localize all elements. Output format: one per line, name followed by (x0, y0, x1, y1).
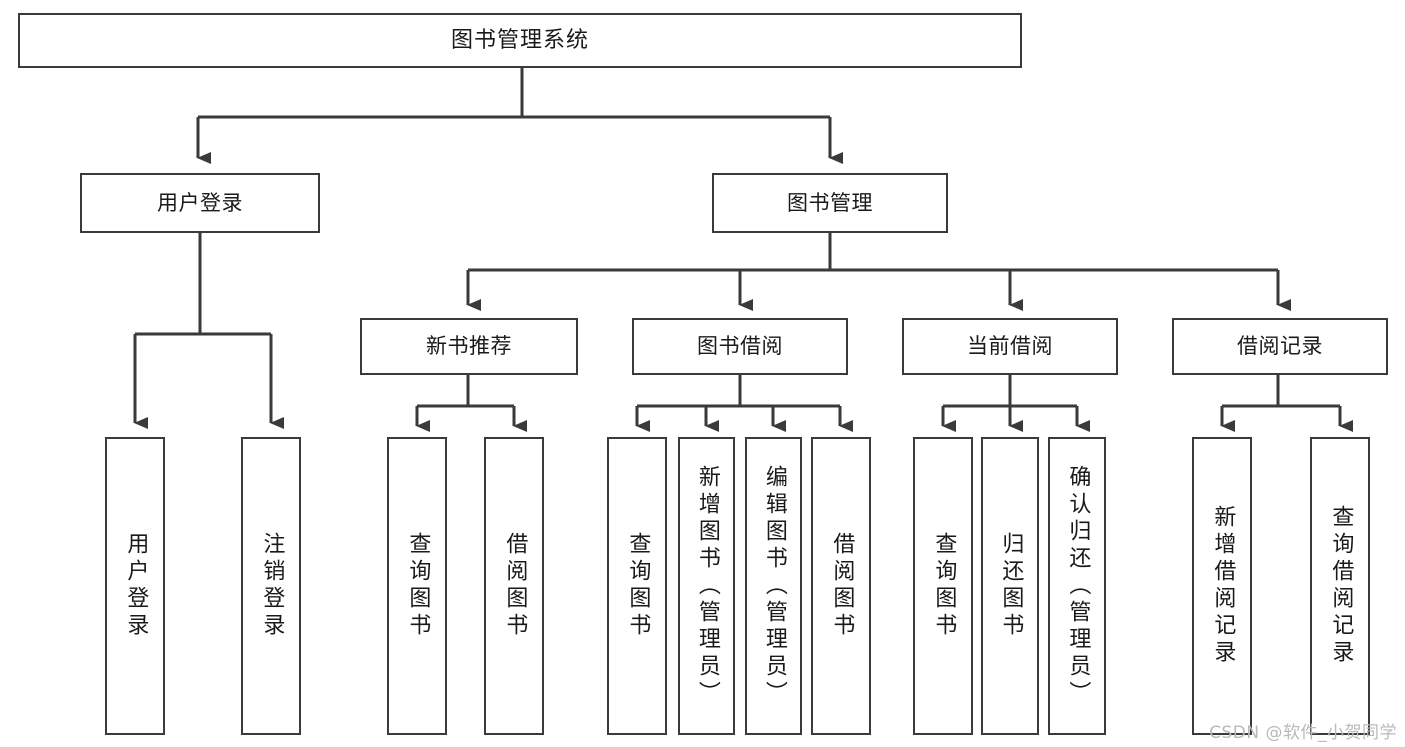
node-leaf-edit-book[interactable]: 编辑图书（管理员） (745, 437, 802, 735)
node-leaf-query-record[interactable]: 查询借阅记录 (1310, 437, 1370, 735)
node-leaf-add-record[interactable]: 新增借阅记录 (1192, 437, 1252, 735)
node-label: 归还图书 (998, 532, 1024, 640)
node-borrow-record[interactable]: 借阅记录 (1172, 318, 1388, 375)
node-label: 新增图书（管理员） (694, 464, 720, 708)
node-label: 图书管理 (787, 190, 873, 215)
node-label: 编辑图书（管理员） (761, 464, 787, 708)
node-label: 借阅记录 (1237, 334, 1323, 359)
node-label: 新增借阅记录 (1210, 505, 1236, 667)
node-leaf-borrow-book-2[interactable]: 借阅图书 (811, 437, 871, 735)
node-label: 查询图书 (625, 532, 651, 640)
node-leaf-return-book[interactable]: 归还图书 (981, 437, 1039, 735)
node-label: 注销登录 (259, 532, 285, 640)
node-label: 查询借阅记录 (1328, 505, 1354, 667)
node-leaf-user-login[interactable]: 用户登录 (105, 437, 165, 735)
node-label: 查询图书 (931, 532, 957, 640)
node-label: 用户登录 (157, 190, 243, 215)
node-label: 确认归还（管理员） (1065, 464, 1091, 708)
node-book-borrow[interactable]: 图书借阅 (632, 318, 848, 375)
node-leaf-query-book-1[interactable]: 查询图书 (387, 437, 447, 735)
node-label: 图书借阅 (697, 334, 783, 359)
node-leaf-logout[interactable]: 注销登录 (241, 437, 301, 735)
node-book-manage[interactable]: 图书管理 (712, 173, 948, 233)
node-label: 借阅图书 (502, 532, 528, 640)
node-leaf-query-book-2[interactable]: 查询图书 (607, 437, 667, 735)
node-user-login[interactable]: 用户登录 (80, 173, 320, 233)
node-label: 借阅图书 (829, 532, 855, 640)
node-leaf-query-book-3[interactable]: 查询图书 (913, 437, 973, 735)
watermark-text: CSDN @软件_小贺同学 (1209, 723, 1397, 743)
node-label: 当前借阅 (967, 334, 1053, 359)
node-label: 用户登录 (123, 532, 149, 640)
node-leaf-add-book[interactable]: 新增图书（管理员） (678, 437, 735, 735)
node-leaf-confirm-return[interactable]: 确认归还（管理员） (1048, 437, 1106, 735)
node-current-borrow[interactable]: 当前借阅 (902, 318, 1118, 375)
node-label: 新书推荐 (426, 334, 512, 359)
node-leaf-borrow-book-1[interactable]: 借阅图书 (484, 437, 544, 735)
node-label: 图书管理系统 (450, 27, 589, 53)
node-root-system[interactable]: 图书管理系统 (18, 13, 1022, 68)
node-label: 查询图书 (405, 532, 431, 640)
node-new-book-recommend[interactable]: 新书推荐 (360, 318, 578, 375)
